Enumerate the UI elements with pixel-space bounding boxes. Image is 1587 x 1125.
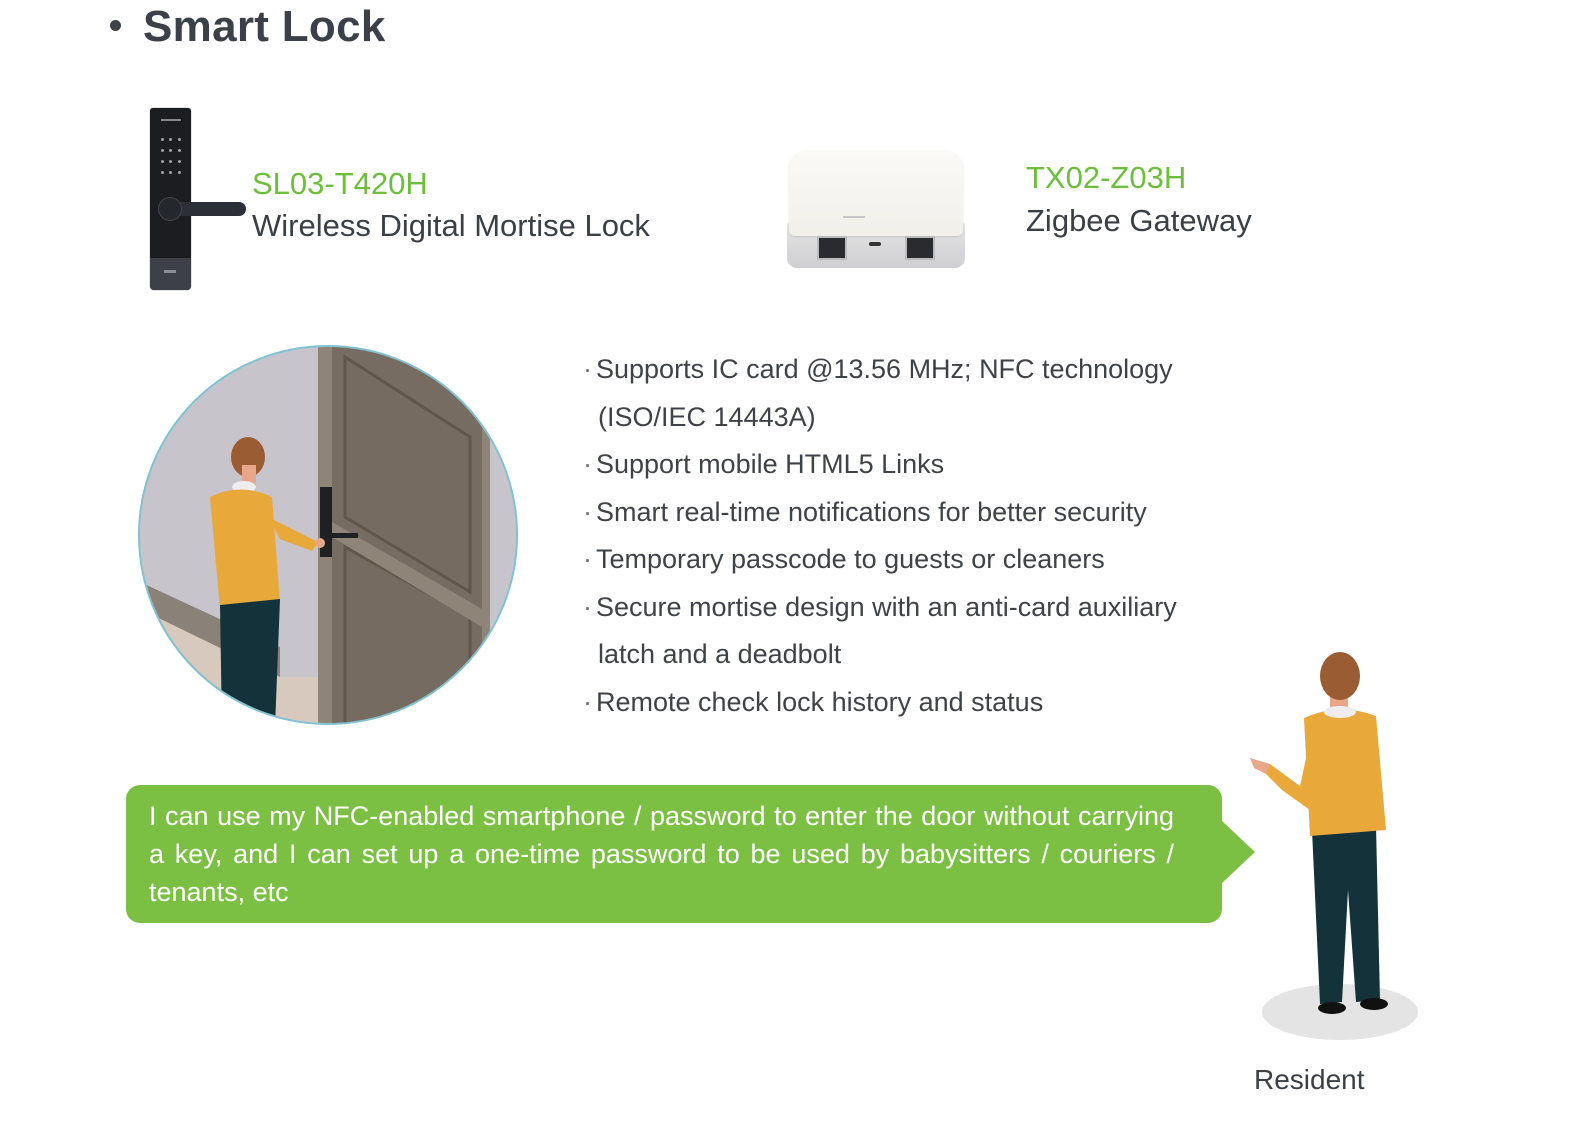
feature-item: ·Support mobile HTML5 Links — [583, 449, 945, 479]
product-model-gateway: TX02-Z03H — [1026, 160, 1187, 195]
feature-item: ·Smart real-time notifications for bette… — [583, 496, 1147, 527]
bullet-icon — [110, 19, 121, 31]
product-model-lock: SL03-T420H — [252, 166, 428, 201]
feature-item: ·Supports IC card @13.56 MHz; NFC techno… — [583, 354, 1173, 384]
feature-item-continuation: latch and a deadbolt — [598, 639, 842, 669]
persona-label: Resident — [1254, 1064, 1365, 1095]
feature-item: ·Remote check lock history and status — [583, 686, 1044, 717]
feature-item: ·Secure mortise design with an anti-card… — [583, 591, 1177, 622]
section-title: Smart Lock — [110, 2, 386, 52]
product-name-lock: Wireless Digital Mortise Lock — [252, 208, 650, 243]
speech-bubble: I can use my NFC-enabled smartphone / pa… — [126, 785, 1222, 923]
section-title-text: Smart Lock — [143, 2, 386, 51]
resident-figure-graphic — [1250, 652, 1418, 1040]
zigbee-gateway-product-image — [785, 150, 967, 270]
smart-lock-product-image — [150, 108, 246, 290]
speech-bubble-pointer — [1221, 820, 1255, 884]
resident-person-illustration — [1240, 640, 1420, 1060]
person-unlocking-door-illustration — [138, 345, 518, 725]
feature-list: ·Supports IC card @13.56 MHz; NFC techno… — [583, 346, 1223, 726]
feature-item: ·Temporary passcode to guests or cleaner… — [583, 544, 1105, 574]
door-scene-graphic — [140, 347, 516, 723]
product-name-gateway: Zigbee Gateway — [1026, 203, 1252, 238]
feature-item-continuation: (ISO/IEC 14443A) — [598, 401, 816, 432]
